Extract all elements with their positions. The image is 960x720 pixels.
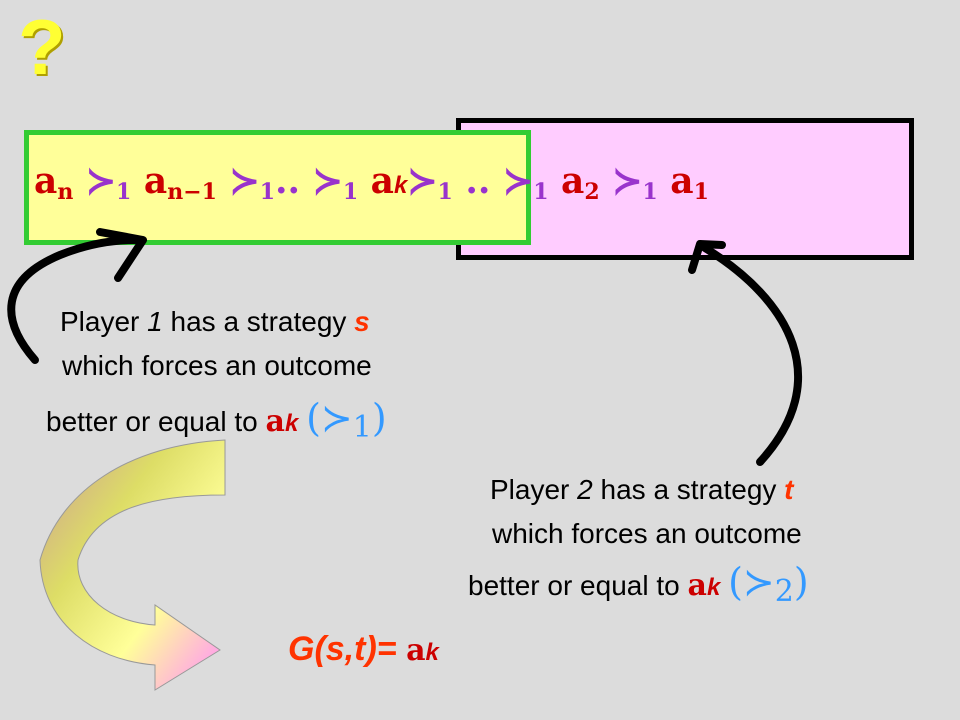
result-a-k: ak: [406, 633, 439, 668]
relation-1: (≻1): [306, 396, 387, 445]
arrow-player1: [7, 236, 139, 364]
player2-line2: which forces an outcome: [492, 518, 802, 549]
chain-a-1: a1: [670, 160, 709, 205]
arrow-player2: [701, 244, 802, 466]
succ-symbol: ≻1: [85, 160, 132, 205]
relation-2: (≻2): [728, 560, 809, 609]
succ-symbol: ≻1: [229, 160, 276, 205]
a-k-label: ak: [265, 404, 299, 439]
player2-line3: better or equal to ak (≻2): [468, 560, 809, 609]
succ-symbol: ≻1: [503, 160, 549, 205]
player1-preference-box: [24, 130, 531, 245]
preference-chain: an ≻1 an−1 ≻1.. ≻1 ak≻1 .. ≻1 a2 ≻1 a1: [34, 160, 709, 205]
question-mark: ?: [18, 3, 66, 91]
chain-a-k: ak: [370, 160, 408, 202]
succ-symbol: ≻1: [612, 160, 658, 205]
chain-a-n-1: an−1: [143, 160, 217, 205]
succ-symbol: ≻1: [407, 160, 453, 205]
succ-symbol: ≻1: [312, 160, 359, 205]
arrow-player2-head: [688, 240, 726, 274]
chain-a-n: an: [34, 160, 74, 205]
chain-a-2: a2: [561, 160, 600, 205]
result-equation: G(s,t)= ak: [288, 630, 439, 668]
player1-line3: better or equal to ak (≻1): [46, 396, 387, 445]
player1-line1: Player 1 has a strategy s: [60, 306, 370, 337]
ellipsis: ..: [275, 160, 301, 202]
a-k-label: ak: [687, 568, 721, 603]
player2-preference-box: [456, 118, 914, 260]
player2-line1: Player 2 has a strategy t: [490, 474, 794, 505]
player1-line2: which forces an outcome: [62, 350, 372, 381]
arrow-player1-head: [96, 228, 147, 282]
ellipsis: ..: [465, 160, 491, 202]
curved-result-arrow: [39, 439, 226, 691]
